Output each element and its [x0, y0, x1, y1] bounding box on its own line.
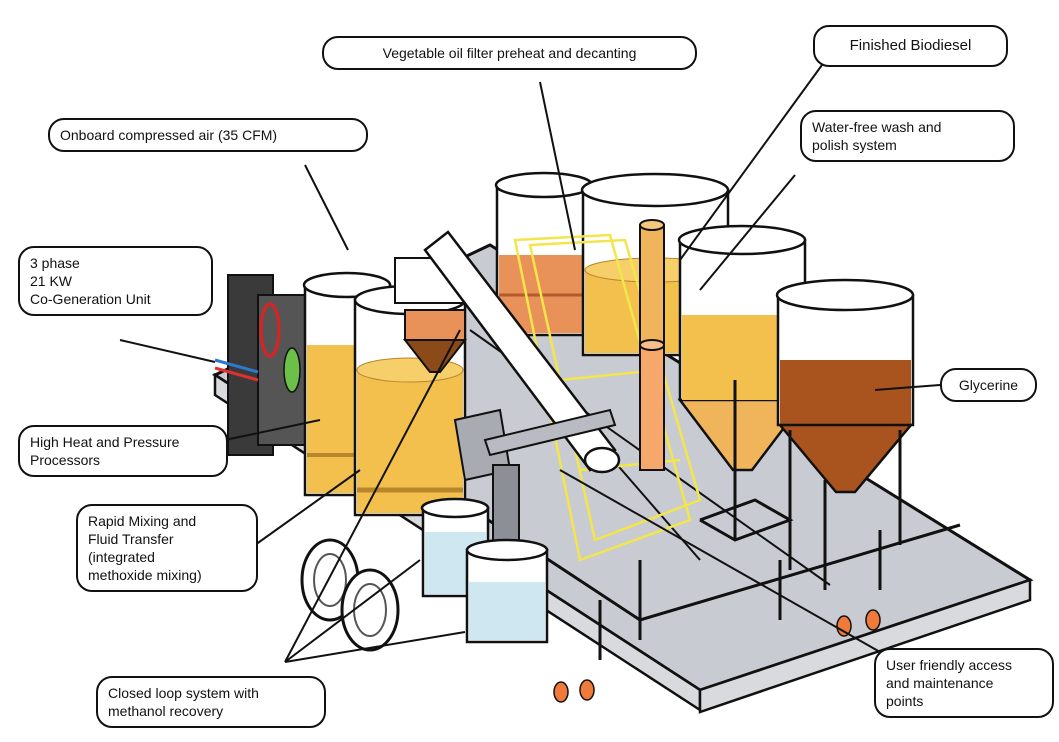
biodiesel-tank-top: [580, 172, 730, 208]
callout-text: Fluid Transfer: [88, 531, 174, 547]
wheel: [313, 553, 347, 607]
cogen-panel: [257, 294, 307, 446]
frame-outline: [513, 233, 692, 562]
callout-closed-loop: Closed loop system with methanol recover…: [96, 676, 326, 728]
leader-line: [284, 631, 466, 663]
callout-text: Onboard compressed air (35 CFM): [60, 127, 278, 143]
veg-oil-tank-top: [494, 171, 594, 199]
mixing-rail: [483, 408, 617, 457]
callout-text: 21 KW: [30, 273, 73, 289]
callout-text: User friendly access: [886, 657, 1013, 673]
callout-text: High Heat and Pressure: [30, 434, 180, 450]
callout-text: polish system: [812, 137, 897, 153]
callout-water-free-wash: Water-free wash and polish system: [800, 110, 1015, 162]
methanol-liquid: [469, 582, 545, 640]
glycerine-liquid: [780, 360, 911, 425]
leader-line: [874, 384, 941, 391]
callout-cogeneration: 3 phase 21 KW Co-Generation Unit: [18, 246, 213, 316]
callout-finished-biodiesel: Finished Biodiesel: [813, 25, 1008, 67]
cogen-green-part: [283, 347, 301, 393]
callout-text: Processors: [30, 452, 101, 468]
callout-text: Vegetable oil filter preheat and decanti…: [382, 45, 637, 61]
leader-line: [119, 339, 216, 363]
leader-line: [679, 64, 823, 261]
wheel: [340, 568, 400, 652]
callout-rapid-mixing: Rapid Mixing and Fluid Transfer (integra…: [76, 504, 258, 592]
callout-text: methoxide mixing): [88, 567, 202, 583]
callout-text: Rapid Mixing and: [88, 513, 197, 529]
glycerine-cone: [777, 423, 914, 494]
leader-line: [699, 174, 796, 291]
leader-line: [284, 559, 421, 663]
callout-text: 3 phase: [30, 255, 80, 271]
callout-user-friendly: User friendly access and maintenance poi…: [874, 648, 1054, 718]
callout-high-heat: High Heat and Pressure Processors: [18, 425, 228, 477]
leader-line: [254, 469, 361, 546]
callout-vegetable-oil: Vegetable oil filter preheat and decanti…: [322, 36, 697, 70]
methanol-container-top: [465, 538, 549, 562]
callout-compressed-air: Onboard compressed air (35 CFM): [48, 118, 368, 152]
callout-text: methanol recovery: [108, 703, 224, 719]
tail-light: [865, 609, 881, 631]
tail-lights: [553, 609, 881, 703]
leader-line: [224, 419, 321, 441]
tail-light: [553, 681, 569, 703]
cogeneration-unit: [214, 274, 307, 456]
leader-line: [304, 164, 349, 251]
filter-body: [404, 309, 466, 341]
callout-glycerine: Glycerine: [940, 368, 1037, 402]
callout-text: (integrated: [88, 549, 155, 565]
cogen-blue-pipe: [214, 358, 259, 374]
leader-lines: [119, 64, 941, 663]
trailer-deck-rear: [698, 578, 1032, 714]
wash-column-top: [639, 219, 665, 231]
methanol-recovery: [420, 497, 549, 644]
callout-text: Closed loop system with: [108, 685, 259, 701]
trailer-wheels: [300, 538, 400, 652]
transfer-tube: [394, 230, 621, 474]
callout-text: points: [886, 693, 924, 709]
callout-text: Finished Biodiesel: [849, 37, 972, 54]
leader-line: [284, 329, 461, 663]
polish-column-top: [639, 339, 665, 351]
methanol-container-top: [420, 497, 490, 519]
wash-columns: [639, 219, 665, 471]
leader-line: [539, 81, 576, 251]
cogen-red-pipe: [214, 366, 259, 382]
callout-text: Water-free wash and: [812, 119, 942, 135]
cogen-red-part: [259, 302, 281, 358]
leader-line: [559, 469, 881, 653]
tail-light: [579, 679, 595, 701]
callout-text: and maintenance: [886, 675, 994, 691]
polish-column: [639, 344, 665, 471]
callout-text: Glycerine: [958, 377, 1019, 393]
tail-light: [836, 615, 852, 637]
transfer-pipe: [423, 230, 617, 472]
transfer-pipe-end: [583, 446, 621, 474]
glycerine-tank: [775, 278, 915, 590]
callout-text: Co-Generation Unit: [30, 291, 151, 307]
glycerine-tank-top: [775, 278, 915, 312]
